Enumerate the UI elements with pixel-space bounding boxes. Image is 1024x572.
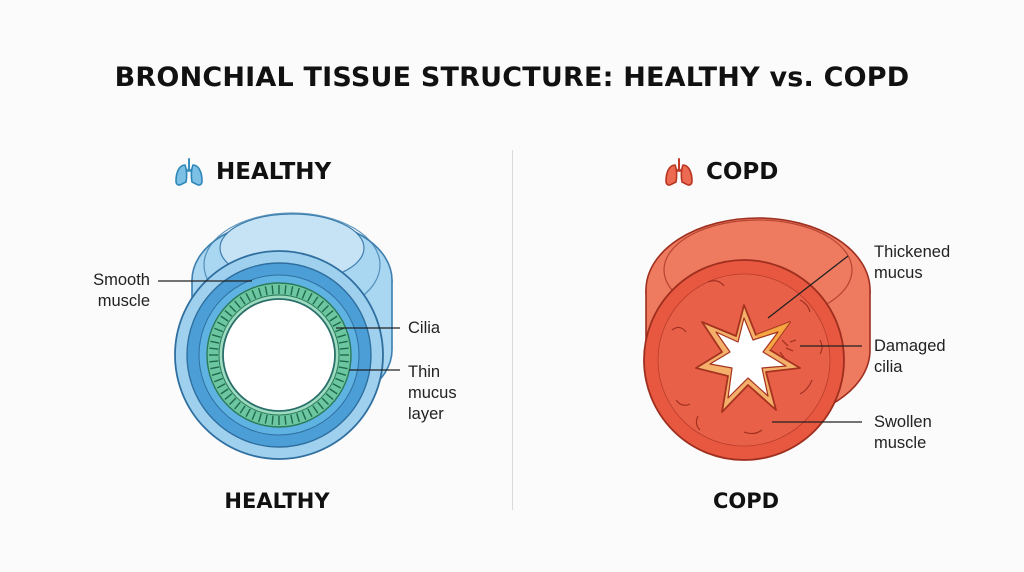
cilium-tick [335, 377, 344, 383]
cilium-tick [332, 321, 342, 327]
cilium-tick [245, 408, 251, 418]
label-thickened-mucus: Thickened mucus [874, 243, 951, 282]
cilium-tick [301, 411, 307, 420]
cilium-tick [329, 315, 338, 322]
cilium-tick [312, 405, 319, 414]
cilium-tick [312, 296, 319, 305]
cilium-tick [335, 327, 344, 333]
lungs-icon [665, 158, 693, 186]
copd-bronchus [643, 217, 871, 461]
cilium-tick [210, 340, 220, 344]
cilium-tick [284, 285, 287, 295]
cilium-tick [209, 360, 219, 363]
cilium-tick [229, 397, 237, 405]
cilium-tick [234, 300, 241, 309]
label-thin-mucus-layer: Thin mucus layer [408, 363, 457, 423]
cilium-tick [339, 347, 349, 350]
cilium-tick [211, 372, 221, 376]
cilium-tick [296, 287, 300, 297]
healthy-bronchus [158, 212, 400, 460]
panel-divider [512, 150, 513, 510]
cilium-tick [258, 413, 262, 423]
cilium-tick [216, 383, 226, 389]
cilium-tick [209, 347, 219, 350]
cilia-ring [209, 285, 349, 425]
cilium-tick [210, 366, 220, 370]
cilium-tick [229, 305, 237, 313]
cilium-tick [332, 383, 342, 389]
cilium-tick [258, 287, 262, 297]
cilium-tick [216, 321, 226, 327]
cilium-tick [290, 414, 294, 424]
cilium-tick [234, 401, 241, 410]
cilium-tick [329, 388, 338, 395]
cilium-tick [301, 290, 307, 299]
cilium-tick [325, 393, 334, 400]
cilium-tick [307, 408, 313, 418]
cilium-tick [317, 401, 324, 410]
cilium-tick [325, 310, 334, 317]
label-swollen-muscle: Swollen muscle [874, 413, 932, 452]
cilium-tick [224, 310, 233, 317]
copd-header: COPD [662, 155, 778, 189]
page-title: BRONCHIAL TISSUE STRUCTURE: HEALTHY vs. … [114, 62, 910, 93]
healthy-heading: HEALTHY [216, 159, 332, 185]
cilium-tick [290, 286, 294, 296]
cilium-tick [211, 334, 221, 338]
cilium-tick [317, 300, 324, 309]
cilium-tick [338, 340, 348, 344]
label-cilia: Cilia [408, 319, 441, 337]
cilium-tick [339, 360, 349, 363]
cilium-tick [251, 290, 257, 299]
cilium-tick [296, 413, 300, 423]
cilium-tick [220, 315, 229, 322]
cilium-tick [321, 305, 329, 313]
healthy-footer: HEALTHY [224, 489, 330, 513]
cilium-tick [338, 366, 348, 370]
cilium-tick [214, 377, 223, 383]
healthy-header: HEALTHY [172, 155, 331, 189]
cilium-tick [337, 334, 347, 338]
cilium-tick [239, 405, 246, 414]
cilium-tick [337, 372, 347, 376]
label-damaged-cilia: Damaged cilia [874, 337, 946, 376]
cilium-tick [220, 388, 229, 395]
copd-heading: COPD [706, 159, 779, 185]
cilium-tick [264, 286, 268, 296]
cilium-tick [214, 327, 223, 333]
cilium-tick [307, 292, 313, 302]
cilium-tick [245, 292, 251, 302]
cilium-tick [321, 397, 329, 405]
cilium-tick [251, 411, 257, 420]
lungs-icon [175, 158, 203, 186]
cilium-tick [264, 414, 268, 424]
label-smooth-muscle: Smooth muscle [93, 271, 150, 310]
cilium-tick [284, 415, 287, 425]
cilium-tick [271, 285, 274, 295]
copd-footer: COPD [712, 489, 780, 513]
cilium-tick [224, 393, 233, 400]
cilium-tick [239, 296, 246, 305]
cilium-tick [271, 415, 274, 425]
